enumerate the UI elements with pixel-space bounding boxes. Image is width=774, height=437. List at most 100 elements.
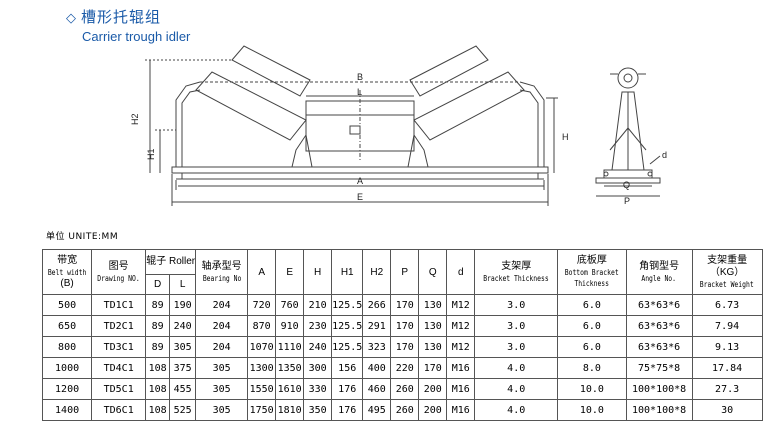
table-cell: 760	[275, 294, 305, 316]
table-cell: 125.5	[331, 294, 364, 316]
th-angle: 角钢型号 Angle No.	[625, 249, 693, 295]
table-cell: 1200	[41, 378, 93, 400]
table-cell: 108	[145, 399, 171, 421]
table-cell: 910	[275, 315, 305, 337]
table-cell: 375	[169, 357, 197, 379]
table-cell: 1110	[275, 336, 305, 358]
th-H1: H1	[331, 249, 364, 295]
table-cell: M16	[446, 378, 476, 400]
dim-label-P: P	[624, 196, 630, 206]
table-cell: 300	[303, 357, 333, 379]
table-cell: 17.84	[691, 357, 763, 379]
dim-label-B: B	[357, 72, 363, 82]
table-cell: 10.0	[557, 378, 627, 400]
th-A: A	[247, 249, 277, 295]
table-cell: M12	[446, 336, 476, 358]
table-cell: 27.3	[691, 378, 763, 400]
table-cell: 100*100*8	[625, 378, 693, 400]
table-cell: 9.13	[691, 336, 763, 358]
idler-technical-drawing: B L A E H H2 H1 d Q P	[130, 45, 667, 206]
table-cell: 330	[303, 378, 333, 400]
table-cell: 190	[169, 294, 197, 316]
table-cell: 1610	[275, 378, 305, 400]
table-cell: M16	[446, 357, 476, 379]
table-cell: 130	[418, 294, 448, 316]
table-cell: 89	[145, 315, 171, 337]
table-cell: 3.0	[474, 315, 559, 337]
table-cell: 495	[362, 399, 392, 421]
table-cell: 870	[247, 315, 277, 337]
table-cell: 156	[331, 357, 364, 379]
table-cell: 125.5	[331, 336, 364, 358]
table-cell: 4.0	[474, 378, 559, 400]
table-cell: 400	[362, 357, 392, 379]
dim-label-d: d	[662, 150, 667, 160]
diamond-bullet-icon: ◇	[66, 11, 77, 26]
th-bracket-thickness: 支架厚 Bracket Thickness	[474, 249, 559, 295]
table-cell: 170	[390, 294, 420, 316]
table-cell: 6.0	[557, 294, 627, 316]
table-cell: TD4C1	[91, 357, 147, 379]
table-cell: 125.5	[331, 315, 364, 337]
table-cell: 170	[390, 336, 420, 358]
th-bearing: 轴承型号 Bearing No	[195, 249, 249, 295]
dim-label-A: A	[357, 176, 363, 186]
table-cell: 500	[41, 294, 93, 316]
table-cell: 200	[418, 399, 448, 421]
table-cell: 108	[145, 357, 171, 379]
th-drawing-no: 图号 Drawing NO.	[91, 249, 147, 295]
dim-label-Q: Q	[623, 180, 630, 190]
front-view	[145, 45, 558, 206]
table-cell: 75*75*8	[625, 357, 693, 379]
table-cell: 6.73	[691, 294, 763, 316]
table-cell: 305	[195, 378, 249, 400]
table-cell: 720	[247, 294, 277, 316]
table-cell: 100*100*8	[625, 399, 693, 421]
table-cell: M12	[446, 294, 476, 316]
spec-table: 带宽 Belt width (B) 图号 Drawing NO. 辊子 Roll…	[41, 249, 763, 421]
dim-label-H1: H1	[146, 148, 156, 160]
dim-label-H2: H2	[130, 113, 140, 125]
table-cell: 3.0	[474, 294, 559, 316]
th-belt-width: 带宽 Belt width (B)	[41, 249, 93, 295]
table-cell: 63*63*6	[625, 315, 693, 337]
table-cell: 525	[169, 399, 197, 421]
table-cell: 1810	[275, 399, 305, 421]
table-cell: 108	[145, 378, 171, 400]
table-cell: 10.0	[557, 399, 627, 421]
table-cell: 1070	[247, 336, 277, 358]
table-cell: 220	[390, 357, 420, 379]
page-title: ◇槽形托辊组	[66, 8, 190, 28]
table-cell: 305	[195, 357, 249, 379]
table-cell: 323	[362, 336, 392, 358]
table-cell: 1350	[275, 357, 305, 379]
table-cell: 266	[362, 294, 392, 316]
table-cell: 455	[169, 378, 197, 400]
table-header-row: 带宽 Belt width (B) 图号 Drawing NO. 辊子 Roll…	[41, 249, 763, 295]
th-P: P	[390, 249, 420, 295]
table-cell: 176	[331, 378, 364, 400]
table-cell: 1550	[247, 378, 277, 400]
dim-label-E: E	[357, 192, 363, 202]
table-cell: 305	[169, 336, 197, 358]
table-cell: M16	[446, 399, 476, 421]
table-cell: 63*63*6	[625, 294, 693, 316]
page-subtitle-en: Carrier trough idler	[82, 29, 191, 44]
table-subheader-row: D L	[43, 274, 763, 295]
table-cell: 350	[303, 399, 333, 421]
unit-label: 单位 UNITE:MM	[46, 232, 119, 242]
table-cell: 4.0	[474, 357, 559, 379]
table-cell: 210	[303, 294, 333, 316]
table-cell: 1750	[247, 399, 277, 421]
th-bottom-bracket: 底板厚 Bottom Bracket Thickness	[557, 249, 627, 295]
table-cell: 650	[41, 315, 93, 337]
table-cell: M12	[446, 315, 476, 337]
table-cell: TD3C1	[91, 336, 147, 358]
th-weight: 支架重量（KG） Bracket Weight	[691, 249, 763, 295]
